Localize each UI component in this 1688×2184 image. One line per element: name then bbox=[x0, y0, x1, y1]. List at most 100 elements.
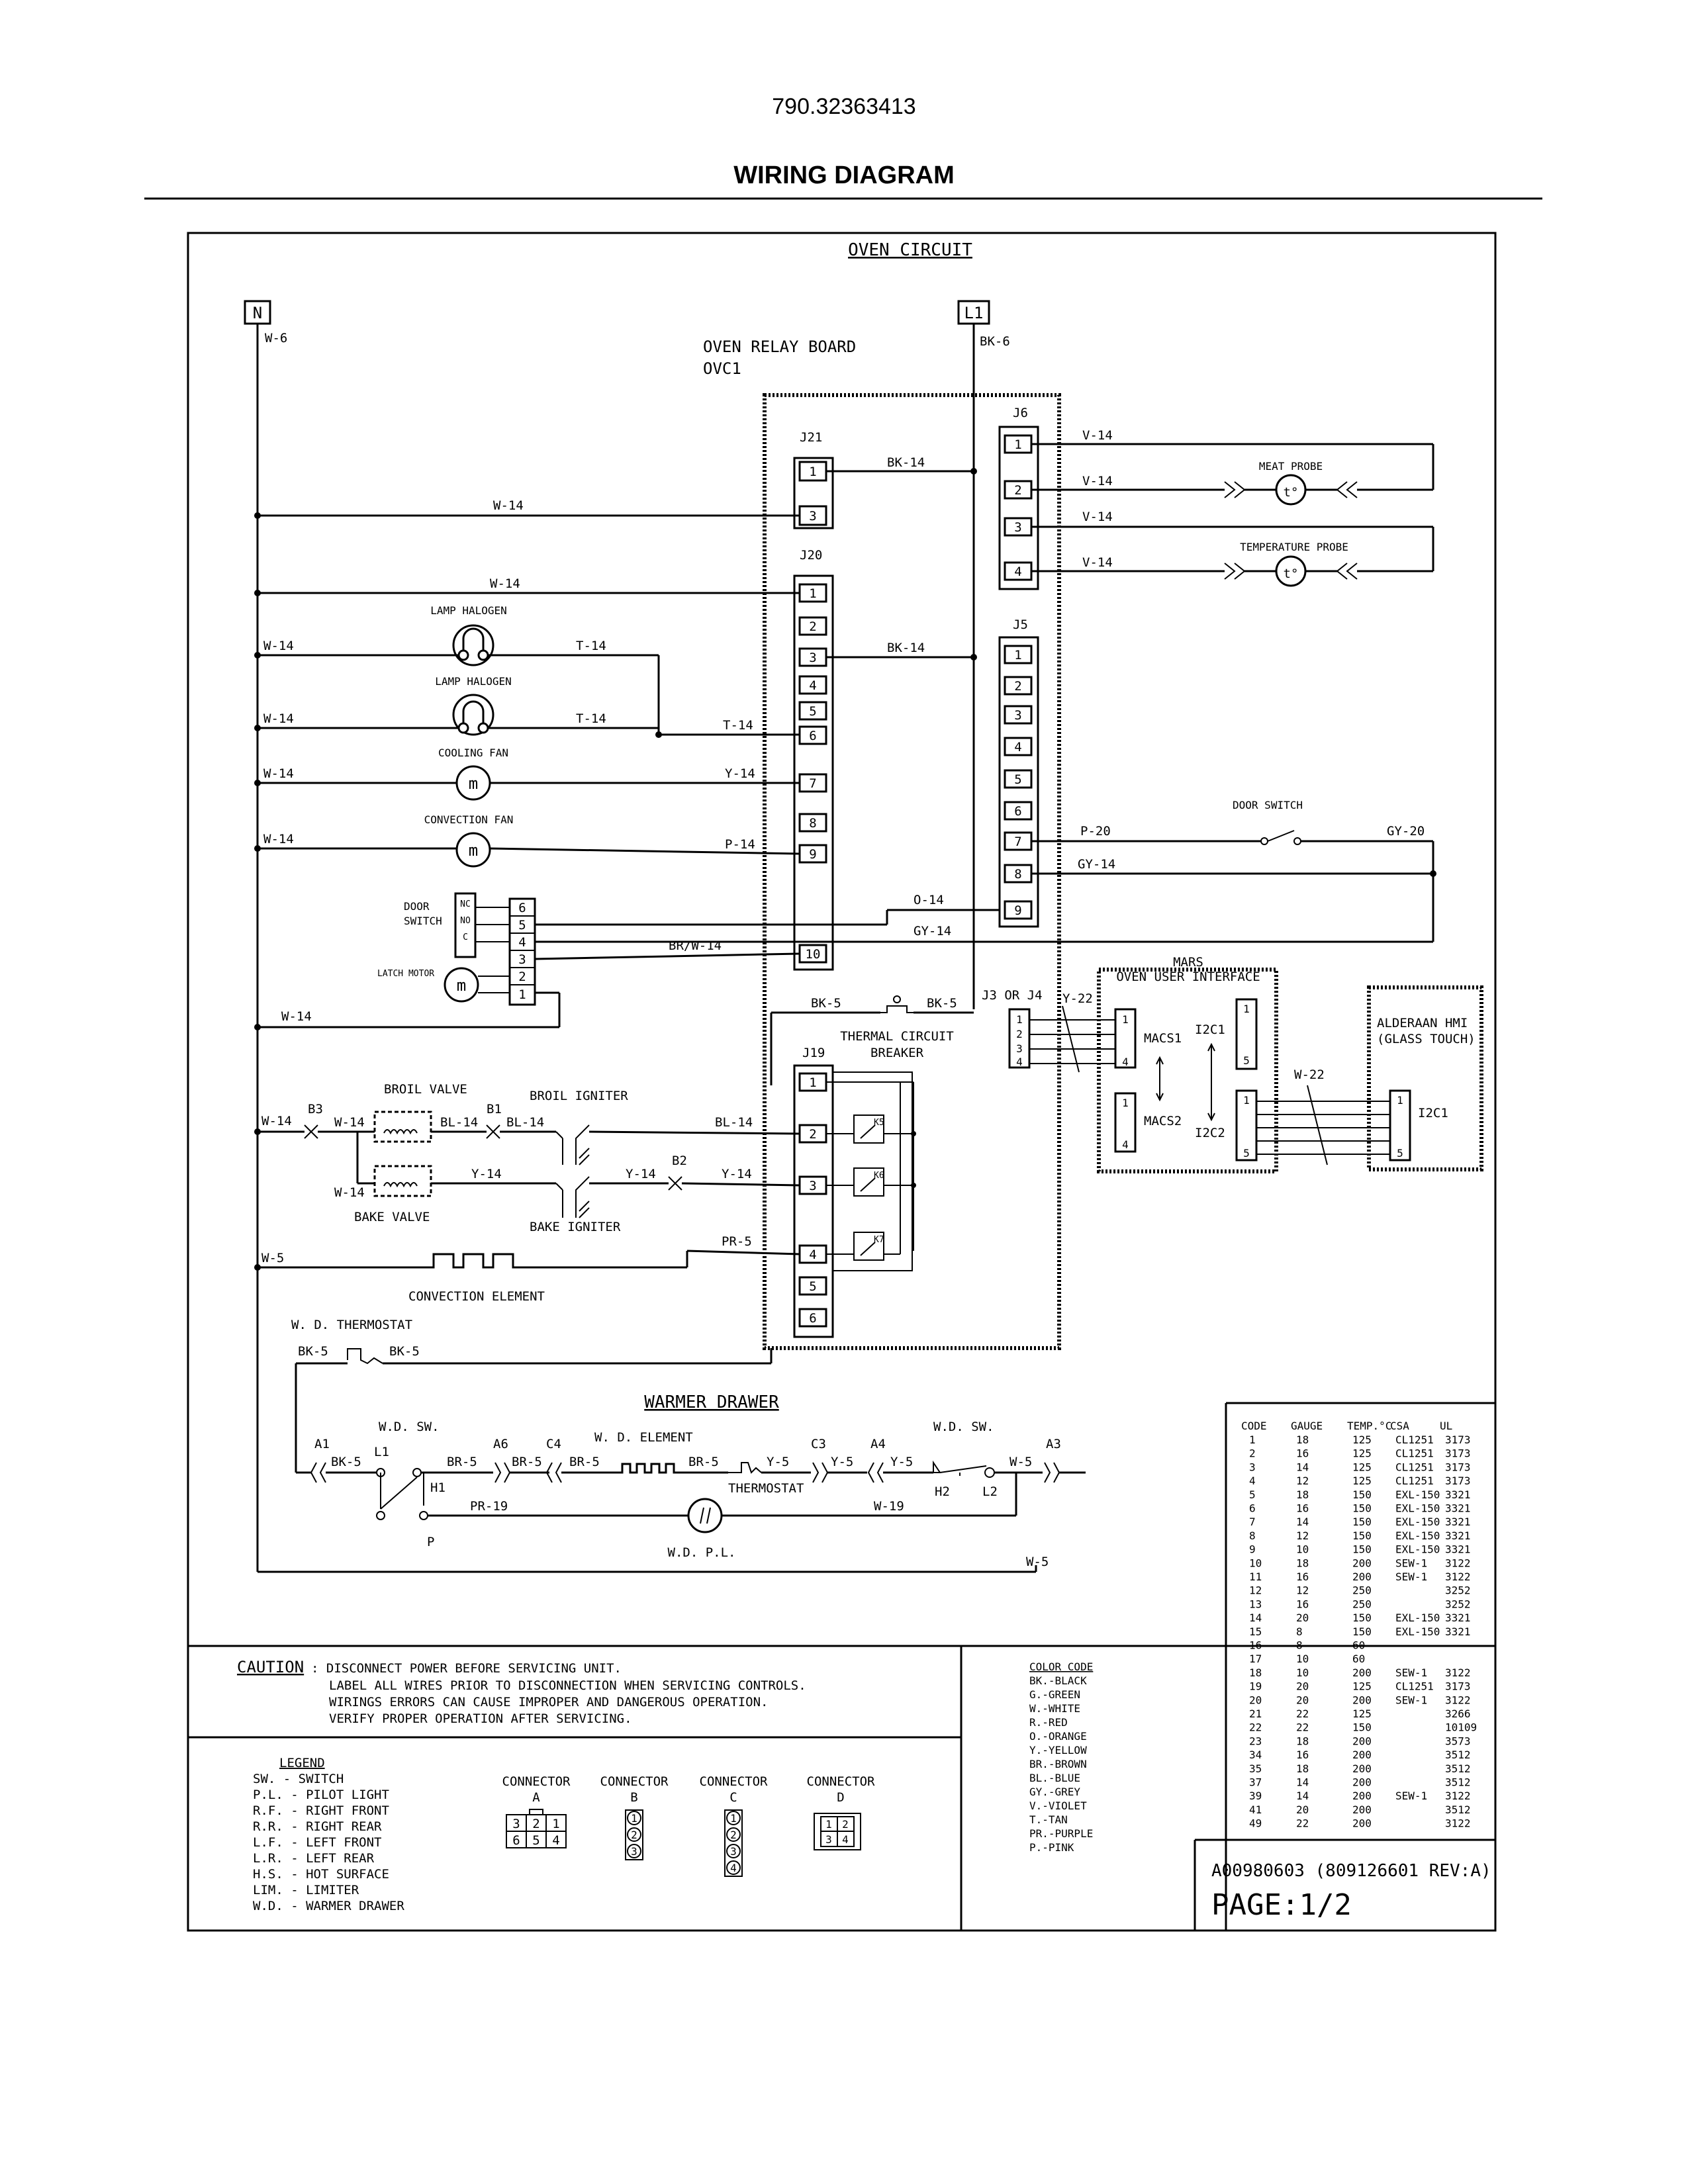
gauge-table-cell: EXL-150 bbox=[1395, 1529, 1440, 1542]
gauge-table-cell: 3122 bbox=[1445, 1666, 1471, 1679]
gauge-table-cell: 3173 bbox=[1445, 1433, 1471, 1446]
latch-w-label: W-14 bbox=[281, 1009, 312, 1024]
gauge-table-cell: 3573 bbox=[1445, 1735, 1471, 1747]
j3j4-label: J3 OR J4 bbox=[982, 988, 1043, 1003]
svg-text:7: 7 bbox=[809, 776, 816, 791]
svg-text:3: 3 bbox=[809, 651, 816, 665]
wd-br5-2: BR-5 bbox=[512, 1455, 542, 1469]
b1-label: B1 bbox=[487, 1102, 502, 1116]
j5-7-wire: P-20 bbox=[1080, 824, 1111, 839]
svg-text:GY.-GREY: GY.-GREY bbox=[1029, 1786, 1080, 1798]
thermal-breaker-icon bbox=[880, 1005, 914, 1013]
gauge-table-cell: 16 bbox=[1249, 1639, 1262, 1652]
gauge-table-cell: 12 bbox=[1249, 1584, 1262, 1597]
svg-text:PR.-PURPLE: PR.-PURPLE bbox=[1029, 1827, 1093, 1840]
gauge-table-cell: SEW-1 bbox=[1395, 1666, 1427, 1679]
gauge-table-cell: SEW-1 bbox=[1395, 1790, 1427, 1802]
gauge-table-cell: 3321 bbox=[1445, 1543, 1471, 1556]
gauge-table-cell: 35 bbox=[1249, 1762, 1262, 1775]
svg-text:3: 3 bbox=[730, 1845, 737, 1858]
gauge-table-cell: 150 bbox=[1352, 1612, 1372, 1624]
svg-text:6: 6 bbox=[512, 1833, 520, 1848]
connector-a: CONNECTOR A 3 2 1 6 5 4 bbox=[502, 1774, 571, 1848]
svg-text:W.-WHITE: W.-WHITE bbox=[1029, 1702, 1080, 1715]
svg-text:5: 5 bbox=[809, 704, 816, 719]
gauge-table-cell: 3252 bbox=[1445, 1584, 1471, 1597]
gauge-table-cell: 20 bbox=[1296, 1612, 1309, 1624]
connector-c-label: CONNECTOR bbox=[700, 1774, 769, 1789]
hmi-label-2: (GLASS TOUCH) bbox=[1377, 1032, 1476, 1046]
svg-text:5: 5 bbox=[1014, 772, 1021, 787]
gauge-table-cell: 200 bbox=[1352, 1557, 1372, 1569]
gauge-table-cell: 150 bbox=[1352, 1488, 1372, 1501]
gauge-table-cell: 60 bbox=[1352, 1653, 1365, 1665]
svg-text:5: 5 bbox=[809, 1279, 816, 1294]
broil-valve-bl-label: BL-14 bbox=[440, 1115, 478, 1130]
gauge-table-cell: 16 bbox=[1296, 1502, 1309, 1515]
gauge-table-cell: 34 bbox=[1249, 1749, 1262, 1761]
j19-4-wire: PR-5 bbox=[722, 1234, 752, 1249]
svg-text:3: 3 bbox=[512, 1817, 520, 1831]
bake-igniter-icon bbox=[555, 1176, 590, 1218]
gauge-table-cell: 3266 bbox=[1445, 1707, 1471, 1720]
gauge-table-cell: 3252 bbox=[1445, 1598, 1471, 1610]
connector-b-label: CONNECTOR bbox=[600, 1774, 669, 1789]
wd-br5-4: BR-5 bbox=[688, 1455, 719, 1469]
nc-label: NC bbox=[460, 899, 471, 909]
gauge-table-cell: 8 bbox=[1296, 1639, 1303, 1652]
gauge-table-cell: 18 bbox=[1296, 1488, 1309, 1501]
svg-text:BL.-BLUE: BL.-BLUE bbox=[1029, 1772, 1080, 1784]
y22-label: Y-22 bbox=[1062, 991, 1093, 1006]
bake-valve-y-label: Y-14 bbox=[471, 1167, 502, 1181]
a6-label: A6 bbox=[493, 1437, 508, 1451]
wd-pr19-label: PR-19 bbox=[470, 1499, 508, 1514]
svg-text:2: 2 bbox=[532, 1817, 539, 1831]
gauge-table-header: TEMP.°C bbox=[1347, 1420, 1391, 1432]
gauge-table-cell: 3321 bbox=[1445, 1612, 1471, 1624]
gauge-table-cell: 2 bbox=[1249, 1447, 1256, 1460]
door-switch-gy20-wire: GY-20 bbox=[1387, 824, 1425, 839]
gauge-table-cell: 14 bbox=[1296, 1516, 1309, 1528]
b3-label: B3 bbox=[308, 1102, 323, 1116]
svg-text:4: 4 bbox=[1014, 740, 1021, 754]
convection-fan-label: CONVECTION FAN bbox=[424, 813, 514, 826]
page-title: WIRING DIAGRAM bbox=[733, 161, 955, 189]
gauge-table-header: CODE bbox=[1241, 1420, 1267, 1432]
svg-text:4: 4 bbox=[1122, 1056, 1129, 1068]
model-number: 790.32363413 bbox=[772, 94, 916, 119]
door-switch-label: SWITCH bbox=[404, 915, 442, 927]
gauge-table-cell: SEW-1 bbox=[1395, 1694, 1427, 1706]
connector-d-name: D bbox=[837, 1790, 844, 1805]
svg-text:2: 2 bbox=[809, 1127, 816, 1142]
doc-number: A00980603 (809126601 REV:A) bbox=[1211, 1861, 1491, 1881]
svg-text:BK.-BLACK: BK.-BLACK bbox=[1029, 1674, 1087, 1687]
warmer-drawer-title: WARMER DRAWER bbox=[644, 1392, 779, 1412]
svg-text:2: 2 bbox=[730, 1829, 737, 1841]
gauge-table-cell: 18 bbox=[1296, 1557, 1309, 1569]
gauge-table-cell: 7 bbox=[1249, 1516, 1256, 1528]
convection-element-icon bbox=[420, 1253, 523, 1269]
lamp1-w-label: W-14 bbox=[263, 639, 294, 653]
gauge-table-cell: 3122 bbox=[1445, 1557, 1471, 1569]
svg-text:4: 4 bbox=[809, 1248, 816, 1262]
svg-text:m: m bbox=[457, 976, 466, 995]
tcb-label-1: THERMAL CIRCUIT bbox=[840, 1029, 954, 1044]
wd-y5-2: Y-5 bbox=[831, 1455, 853, 1469]
svg-text:6: 6 bbox=[1014, 804, 1021, 819]
svg-text:3: 3 bbox=[825, 1833, 832, 1846]
connector-c-name: C bbox=[729, 1790, 737, 1805]
wd-thermostat-label: W. D. THERMOSTAT bbox=[291, 1318, 412, 1332]
svg-text:5: 5 bbox=[1243, 1054, 1250, 1067]
gauge-table-cell: 125 bbox=[1352, 1680, 1372, 1693]
svg-text:4: 4 bbox=[1016, 1056, 1023, 1068]
gauge-table-cell: CL1251 bbox=[1395, 1447, 1434, 1460]
door-switch-right-label: DOOR SWITCH bbox=[1233, 799, 1303, 811]
wd-w19-label: W-19 bbox=[874, 1499, 904, 1514]
i2c2-label: I2C2 bbox=[1195, 1126, 1225, 1140]
gauge-table-cell: 5 bbox=[1249, 1488, 1256, 1501]
gauge-table-cell: 10109 bbox=[1445, 1721, 1477, 1734]
gauge-table-cell: 14 bbox=[1249, 1612, 1262, 1624]
gauge-table-cell: EXL-150 bbox=[1395, 1516, 1440, 1528]
wd-switch-left-icon bbox=[376, 1468, 428, 1520]
